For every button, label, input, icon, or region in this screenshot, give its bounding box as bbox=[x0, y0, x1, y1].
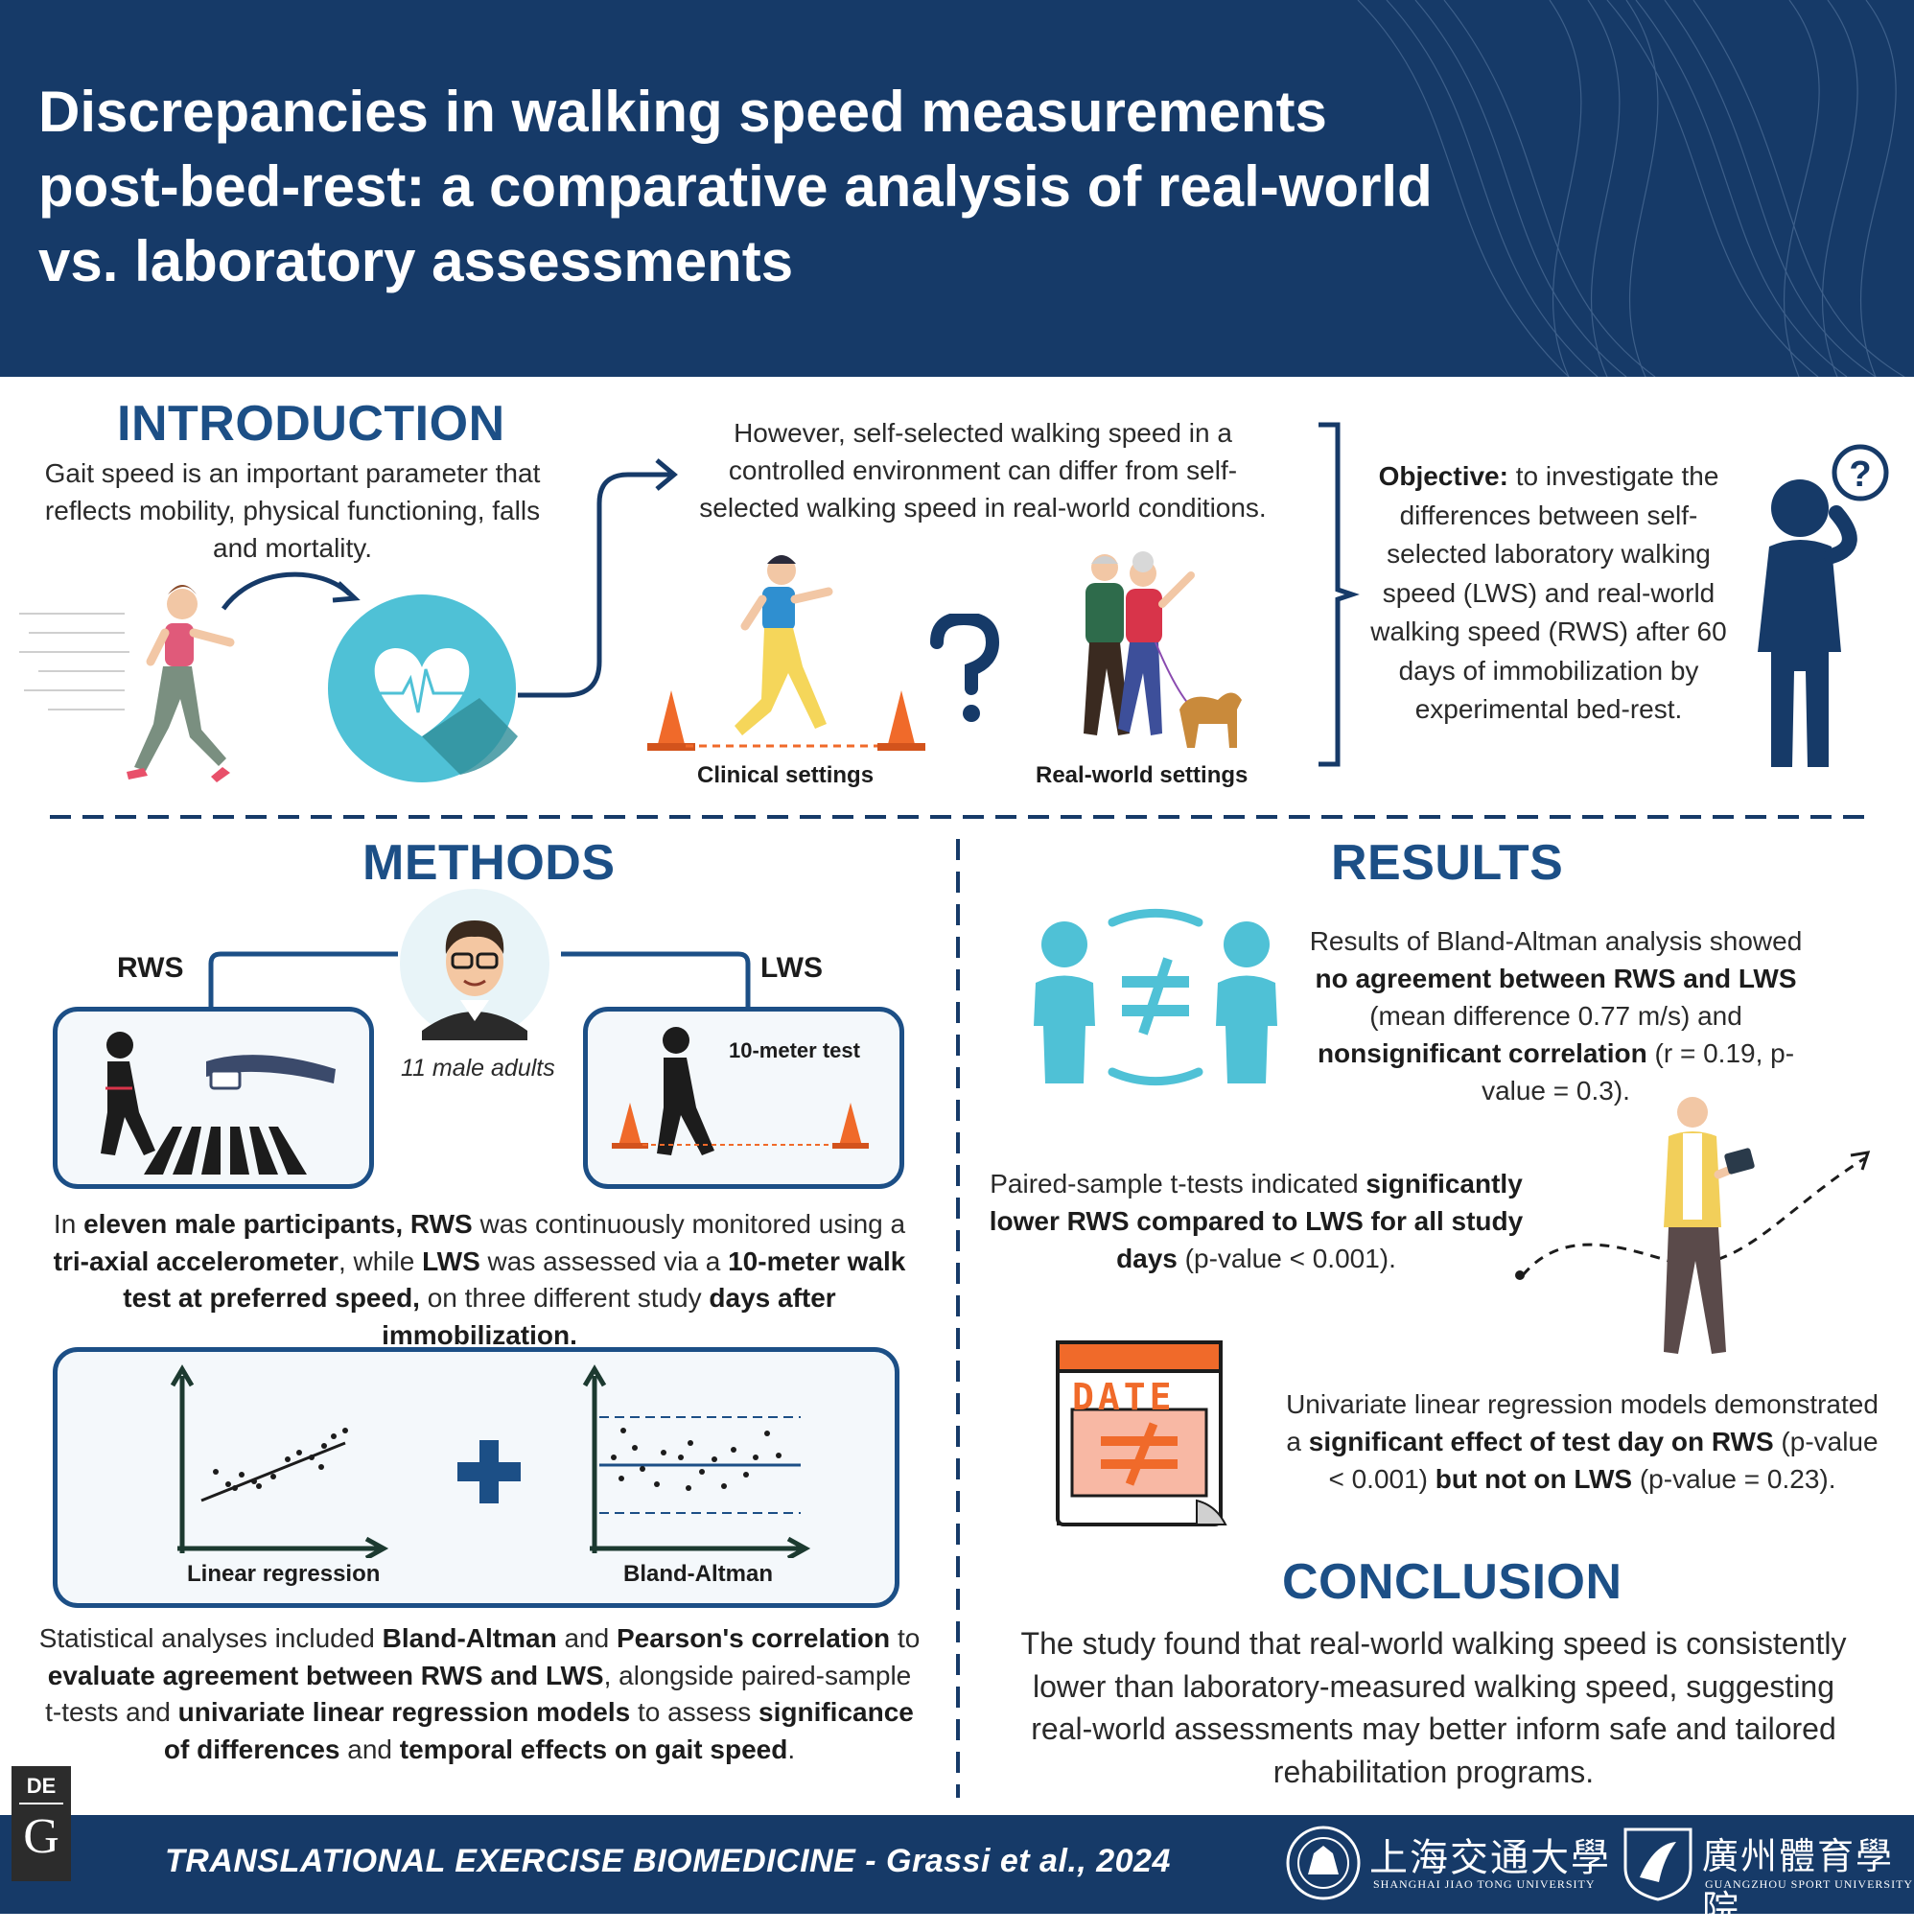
text-run: temporal effects on gait speed bbox=[399, 1734, 788, 1764]
svg-text:?: ? bbox=[1849, 454, 1871, 495]
ten-meter-label: 10-meter test bbox=[729, 1038, 860, 1062]
text-run: Statistical analyses included bbox=[38, 1623, 383, 1653]
intro-text-2: However, self-selected walking speed in … bbox=[699, 418, 1267, 523]
text-run: Pearson's correlation bbox=[616, 1623, 891, 1653]
text-run: and bbox=[339, 1734, 400, 1764]
sjtu-name-cn: 上海交通大學 bbox=[1369, 1836, 1611, 1880]
page-title: Discrepancies in walking speed measureme… bbox=[38, 80, 1433, 293]
section-divider bbox=[50, 815, 1868, 819]
running-woman-icon bbox=[19, 585, 235, 782]
walking-elderly-man-icon bbox=[1515, 1097, 1871, 1354]
objective-text: Objective: to investigate the difference… bbox=[1362, 457, 1736, 730]
lws-box bbox=[583, 1007, 904, 1189]
participants-label: 11 male adults bbox=[401, 1055, 555, 1082]
objective-label: Objective: bbox=[1378, 461, 1508, 491]
methods-connector bbox=[208, 951, 751, 1014]
text-run: tri-axial accelerometer bbox=[53, 1245, 338, 1276]
text-run: significant effect of test day on RWS bbox=[1308, 1427, 1774, 1456]
text-run: Bland-Altman bbox=[382, 1623, 557, 1653]
thinking-person-icon: ? bbox=[1758, 444, 1889, 767]
text-run: (p-value < 0.001) bbox=[1328, 1427, 1879, 1494]
text-run: Univariate linear regression models demo… bbox=[1286, 1389, 1879, 1456]
text-run: 10-meter walk test at preferred speed, bbox=[123, 1245, 906, 1314]
sjtu-name-en: SHANGHAI JIAO TONG UNIVERSITY bbox=[1373, 1877, 1596, 1891]
publisher-logo-top: DE bbox=[26, 1774, 57, 1798]
rws-accelerometer-illustration bbox=[101, 1032, 336, 1175]
plus-icon bbox=[457, 1440, 521, 1503]
calendar-not-equal-icon bbox=[1056, 1340, 1227, 1526]
text-run: nonsignificant correlation bbox=[1317, 1038, 1647, 1068]
text-run: (r = 0.19, p-value = 0.3). bbox=[1482, 1038, 1795, 1106]
text-run: evaluate agreement between RWS and LWS bbox=[47, 1660, 604, 1690]
text-run: no agreement between RWS and LWS bbox=[1315, 964, 1797, 993]
results-heading: RESULTS bbox=[1331, 835, 1564, 891]
gsu-name-cn: 廣州體育學院 bbox=[1702, 1835, 1895, 1930]
text-run: and bbox=[556, 1623, 617, 1653]
gsu-shield-icon bbox=[1623, 1827, 1692, 1901]
bland-altman-label: Bland-Altman bbox=[623, 1561, 773, 1587]
connector-arrow-icon bbox=[518, 458, 678, 698]
results-paragraph-1: Results of Bland-Altman analysis showed … bbox=[1304, 922, 1808, 1109]
lws-ten-meter-illustration bbox=[612, 1027, 869, 1155]
text-run: to assess bbox=[630, 1697, 759, 1727]
results-paragraph-3: Univariate linear regression models demo… bbox=[1275, 1385, 1889, 1498]
text-run: (p-value = 0.23). bbox=[1632, 1464, 1836, 1494]
text-run: days after immobilization. bbox=[382, 1283, 836, 1350]
conclusion-heading: CONCLUSION bbox=[1282, 1554, 1622, 1610]
header-banner bbox=[0, 0, 1914, 377]
realworld-settings-label: Real-world settings bbox=[1036, 762, 1249, 788]
not-equal-people-icon bbox=[1034, 908, 1277, 1086]
clinical-settings-label: Clinical settings bbox=[697, 762, 875, 788]
text-run: on three different study bbox=[419, 1283, 710, 1313]
intro-text-1: Gait speed is an important parameter tha… bbox=[44, 458, 541, 563]
bland-altman-chart-icon bbox=[582, 1364, 811, 1558]
sjtu-seal-icon bbox=[1286, 1826, 1361, 1900]
text-run: significance of differences bbox=[163, 1697, 914, 1764]
elderly-couple-icon bbox=[1084, 551, 1242, 748]
objective-body: to investigate the differences between s… bbox=[1370, 461, 1727, 724]
text-run: . bbox=[787, 1734, 796, 1764]
curved-arrow-icon bbox=[221, 571, 361, 611]
text-run: significantly lower RWS compared to LWS … bbox=[989, 1169, 1524, 1273]
heart-rate-icon bbox=[328, 594, 518, 782]
methods-heading: METHODS bbox=[362, 835, 616, 891]
linear-regression-chart-icon bbox=[170, 1364, 389, 1558]
text-run: was continuously monitored using a bbox=[472, 1209, 906, 1239]
methods-paragraph-2: Statistical analyses included Bland-Altm… bbox=[38, 1620, 921, 1768]
linear-regression-label: Linear regression bbox=[187, 1561, 381, 1587]
text-run: Results of Bland-Altman analysis showed bbox=[1309, 926, 1803, 956]
text-run: but not on LWS bbox=[1435, 1464, 1633, 1494]
text-run: (p-value < 0.001). bbox=[1177, 1244, 1396, 1273]
calendar-date-label: DATE bbox=[1072, 1376, 1176, 1418]
publisher-logo: DE G bbox=[12, 1766, 71, 1881]
column-divider bbox=[956, 839, 960, 1798]
text-run: univariate linear regression models bbox=[177, 1697, 631, 1727]
text-run: In bbox=[53, 1209, 84, 1239]
text-run: eleven male participants, RWS bbox=[83, 1209, 473, 1239]
mesh-decoration bbox=[1357, 0, 1905, 377]
text-run: , while bbox=[338, 1245, 423, 1276]
text-run: , alongside paired-sample t-tests and bbox=[45, 1660, 912, 1728]
gsu-name-en: GUANGZHOU SPORT UNIVERSITY bbox=[1705, 1877, 1914, 1891]
introduction-heading: INTRODUCTION bbox=[117, 396, 505, 452]
text-run: LWS bbox=[422, 1245, 480, 1276]
publisher-logo-bottom: G bbox=[23, 1809, 59, 1864]
bracket-decoration bbox=[1319, 422, 1360, 767]
footer-bar bbox=[0, 1815, 1914, 1914]
question-mark-icon bbox=[930, 614, 1000, 722]
results-paragraph-2: Paired-sample t-tests indicated signific… bbox=[978, 1165, 1534, 1277]
lws-label: LWS bbox=[760, 952, 823, 984]
methods-paragraph-1: In eleven male participants, RWS was con… bbox=[38, 1206, 921, 1354]
clinical-walker-icon bbox=[647, 555, 925, 751]
conclusion-text: The study found that real-world walking … bbox=[1020, 1626, 1847, 1789]
text-run: (mean difference 0.77 m/s) and bbox=[1369, 1001, 1742, 1031]
text-run: to bbox=[890, 1623, 921, 1653]
participant-avatar bbox=[400, 889, 549, 1040]
text-run: was assessed via a bbox=[479, 1245, 729, 1276]
text-run: Paired-sample t-tests indicated bbox=[990, 1169, 1366, 1199]
citation-text: TRANSLATIONAL EXERCISE BIOMEDICINE - Gra… bbox=[165, 1843, 1171, 1879]
rws-label: RWS bbox=[117, 952, 184, 984]
